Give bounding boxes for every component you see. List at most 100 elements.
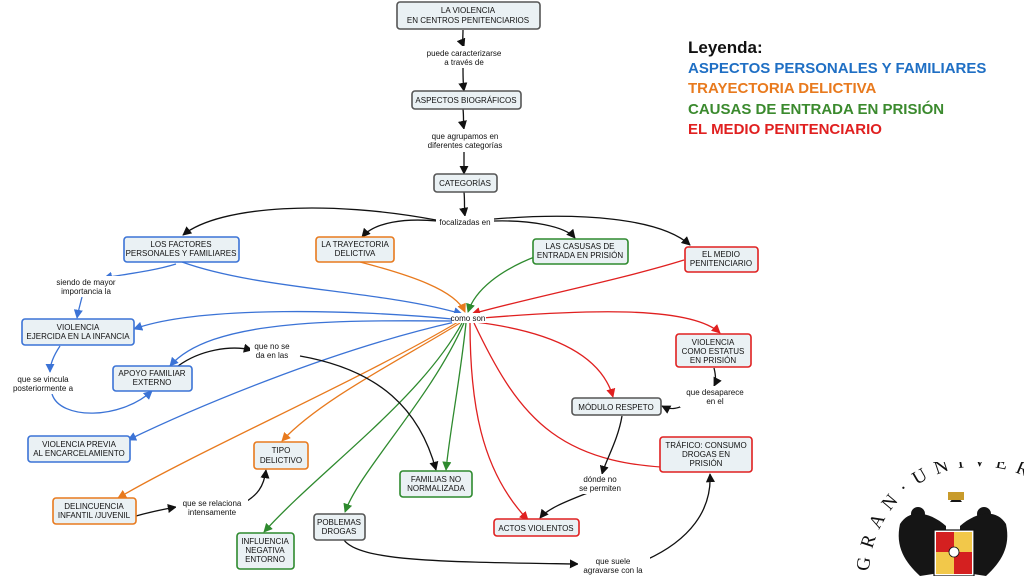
svg-text:a través de: a través de bbox=[444, 58, 484, 67]
svg-text:posteriormente a: posteriormente a bbox=[13, 384, 74, 393]
svg-text:da en las: da en las bbox=[256, 351, 288, 360]
node-delincuencia: DELINCUENCIA INFANTIL /JUVENIL bbox=[52, 497, 137, 525]
coat-of-arms-icon bbox=[933, 529, 975, 576]
edge-focalizadas-trayectoria bbox=[361, 219, 438, 238]
link-siendo: siendo de mayor importancia la bbox=[50, 276, 122, 297]
svg-text:que agrupamos en: que agrupamos en bbox=[432, 132, 499, 141]
edge-comoson-infancia bbox=[133, 310, 453, 331]
node-la-violencia: LA VIOLENCIA EN CENTROS PENITENCIARIOS bbox=[396, 1, 541, 30]
svg-text:ENTORNO: ENTORNO bbox=[245, 555, 285, 564]
link-caracterizarse: puede caracterizarse a través de bbox=[419, 46, 509, 68]
svg-text:LA TRAYECTORIA: LA TRAYECTORIA bbox=[321, 240, 389, 249]
edge-medio-comoson bbox=[471, 259, 685, 317]
svg-text:EXTERNO: EXTERNO bbox=[133, 378, 172, 387]
link-donde: dónde no se permiten bbox=[574, 474, 626, 494]
edge-biograficos-agrupamos bbox=[457, 108, 467, 130]
link-como-son: como son bbox=[451, 313, 486, 323]
svg-text:que se relaciona: que se relaciona bbox=[183, 499, 242, 508]
edge-delincuencia-relaciona bbox=[135, 503, 177, 517]
edge-comoson-poblemas bbox=[343, 322, 465, 513]
node-factores: LOS FACTORES PERSONALES Y FAMILIARES bbox=[123, 236, 240, 263]
legend-item-personales: ASPECTOS PERSONALES Y FAMILIARES bbox=[688, 59, 987, 77]
svg-text:intensamente: intensamente bbox=[188, 508, 237, 517]
edge-focalizadas-factores bbox=[182, 207, 437, 236]
link-no-se-dan: que no se da en las bbox=[250, 341, 294, 361]
node-trayectoria: LA TRAYECTORIA DELICTIVA bbox=[315, 236, 395, 263]
edge-siendo-infancia bbox=[73, 296, 83, 319]
svg-text:que desaparece: que desaparece bbox=[686, 388, 744, 397]
svg-text:ACTOS VIOLENTOS: ACTOS VIOLENTOS bbox=[498, 524, 573, 533]
svg-text:NEGATIVA: NEGATIVA bbox=[245, 546, 285, 555]
svg-text:importancia la: importancia la bbox=[61, 287, 111, 296]
node-influencia: INFLUENCIA NEGATIVA ENTORNO bbox=[236, 532, 295, 570]
edge-poblemas-agravarse bbox=[343, 539, 579, 569]
node-trafico: TRÁFICO: CONSUMO DROGAS EN PRISIÓN bbox=[659, 436, 753, 473]
node-poblemas: POBLEMAS DROGAS bbox=[313, 513, 366, 541]
svg-text:EL MEDIO: EL MEDIO bbox=[702, 250, 740, 259]
svg-text:TRÁFICO: CONSUMO: TRÁFICO: CONSUMO bbox=[665, 441, 746, 450]
legend-item-trayectoria: TRAYECTORIA DELICTIVA bbox=[688, 80, 877, 97]
svg-text:agravarse con la: agravarse con la bbox=[583, 566, 643, 575]
svg-text:DELINCUENCIA: DELINCUENCIA bbox=[64, 502, 124, 511]
svg-text:que se vincula: que se vincula bbox=[17, 375, 69, 384]
legend: Leyenda: ASPECTOS PERSONALES Y FAMILIARE… bbox=[688, 38, 986, 141]
node-apoyo-familiar: APOYO FAMILIAR EXTERNO bbox=[112, 365, 193, 392]
svg-text:diferentes categorías: diferentes categorías bbox=[428, 141, 503, 150]
svg-text:DELICTIVA: DELICTIVA bbox=[335, 249, 376, 258]
edge-comoson-influencia bbox=[263, 322, 463, 533]
node-violencia-infancia: VIOLENCIA EJERCIDA EN LA INFANCIA bbox=[21, 318, 135, 346]
svg-text:POBLEMAS: POBLEMAS bbox=[317, 518, 361, 527]
edge-infancia-vincula bbox=[45, 345, 61, 373]
node-causas: LAS CASUSAS DE ENTRADA EN PRISIÓN bbox=[532, 238, 629, 265]
svg-text:FAMILIAS NO: FAMILIAS NO bbox=[411, 475, 461, 484]
legend-title: Leyenda: bbox=[688, 38, 763, 57]
node-estatus: VIOLENCIA COMO ESTATUS EN PRISIÓN bbox=[675, 333, 752, 368]
edge-factores-siendo bbox=[103, 263, 177, 281]
link-relaciona: que se relaciona intensamente bbox=[176, 497, 248, 518]
edge-comoson-tipo bbox=[281, 322, 461, 442]
svg-text:ENTRADA EN PRISIÓN: ENTRADA EN PRISIÓN bbox=[537, 251, 623, 260]
edge-apoyo-nosedan bbox=[177, 343, 253, 367]
svg-text:DROGAS EN: DROGAS EN bbox=[682, 450, 730, 459]
svg-text:LAS CASUSAS DE: LAS CASUSAS DE bbox=[546, 242, 615, 251]
link-agravarse: que suele agravarse con la bbox=[578, 555, 650, 576]
node-aspectos-biograficos: ASPECTOS BIOGRÁFICOS bbox=[411, 90, 522, 110]
svg-text:COMO ESTATUS: COMO ESTATUS bbox=[682, 347, 745, 356]
svg-text:INFLUENCIA: INFLUENCIA bbox=[241, 537, 289, 546]
edge-vincula-apoyo bbox=[51, 390, 153, 414]
node-familias: FAMILIAS NO NORMALIZADA bbox=[399, 470, 473, 498]
svg-text:DELICTIVO: DELICTIVO bbox=[260, 456, 302, 465]
edge-comoson-previa bbox=[127, 321, 456, 441]
edge-comoson-estatus bbox=[481, 311, 721, 334]
edge-categorias-focalizadas bbox=[459, 191, 469, 217]
edge-violencia-caracterizarse bbox=[456, 29, 466, 48]
edge-estatus-desaparece bbox=[713, 367, 722, 387]
svg-text:que suele: que suele bbox=[596, 557, 631, 566]
svg-text:que no se: que no se bbox=[254, 342, 290, 351]
link-agrupamos: que agrupamos en diferentes categorías bbox=[420, 129, 510, 152]
svg-text:LA VIOLENCIA: LA VIOLENCIA bbox=[441, 6, 496, 15]
link-desaparece: que desaparece en el bbox=[680, 386, 750, 407]
svg-text:EJERCIDA EN LA INFANCIA: EJERCIDA EN LA INFANCIA bbox=[26, 332, 130, 341]
svg-text:NORMALIZADA: NORMALIZADA bbox=[407, 484, 465, 493]
legend-item-medio: EL MEDIO PENITENCIARIO bbox=[688, 121, 882, 138]
svg-text:EN PRISIÓN: EN PRISIÓN bbox=[690, 356, 736, 365]
node-categorias: CATEGORÍAS bbox=[433, 173, 498, 193]
svg-text:VIOLENCIA: VIOLENCIA bbox=[692, 338, 735, 347]
svg-text:dónde no: dónde no bbox=[583, 475, 617, 484]
legend-item-causas: CAUSAS DE ENTRADA EN PRISIÓN bbox=[688, 100, 945, 118]
edge-comoson-modulo bbox=[474, 321, 616, 398]
edge-focalizadas-causas bbox=[493, 220, 576, 239]
svg-text:PRISIÓN: PRISIÓN bbox=[690, 459, 723, 468]
svg-text:APOYO FAMILIAR: APOYO FAMILIAR bbox=[118, 369, 185, 378]
edge-donde-actos bbox=[539, 491, 591, 519]
edge-comoson-trafico bbox=[473, 322, 701, 473]
svg-text:PENITENCIARIO: PENITENCIARIO bbox=[690, 259, 752, 268]
node-modulo-respeto: MÓDULO RESPETO bbox=[571, 397, 662, 416]
university-seal-logo: · G R A N · U N I V E R S I T A S bbox=[850, 462, 1024, 576]
edge-nosedan-familias bbox=[299, 355, 439, 471]
edge-modulo-donde bbox=[599, 415, 623, 475]
svg-text:MÓDULO RESPETO: MÓDULO RESPETO bbox=[578, 403, 653, 412]
link-vincula: que se vincula posteriormente a bbox=[8, 373, 80, 394]
